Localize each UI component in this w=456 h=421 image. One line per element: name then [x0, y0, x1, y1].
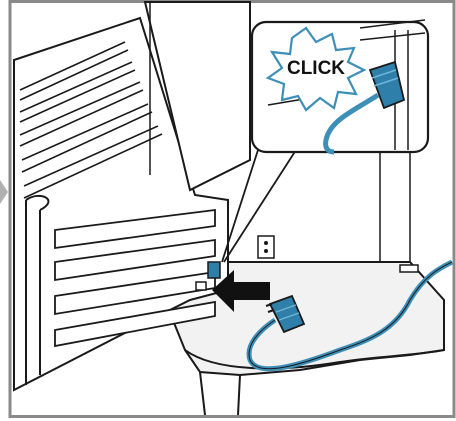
socket-cover: [196, 282, 206, 290]
mount-bracket: [258, 236, 274, 258]
click-label: CLICK: [287, 58, 345, 79]
wall-bracket: [400, 265, 418, 272]
power-socket-icon: [208, 262, 220, 278]
bracket-hole: [264, 241, 268, 245]
left-edge-marker: [0, 180, 8, 204]
bracket-hole: [264, 249, 268, 253]
